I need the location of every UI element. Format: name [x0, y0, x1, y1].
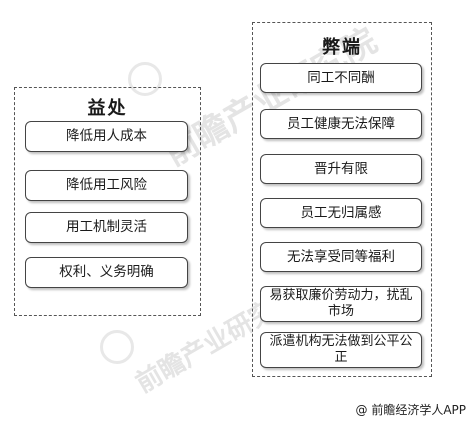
drawback-item: 员工无归属感	[260, 198, 422, 228]
drawback-item: 员工健康无法保障	[260, 109, 422, 139]
drawback-item: 晋升有限	[260, 154, 422, 184]
drawback-item: 派遣机构无法做到公平公正	[260, 332, 422, 368]
drawback-item: 易获取廉价劳动力，扰乱市场	[260, 286, 422, 322]
drawback-item: 无法享受同等福利	[260, 242, 422, 272]
watermark-logo-icon	[100, 330, 134, 364]
benefit-item: 权利、义务明确	[25, 257, 188, 288]
benefit-item: 降低用工风险	[25, 170, 188, 201]
benefits-title: 益处	[87, 98, 128, 119]
drawback-item: 同工不同酬	[260, 63, 422, 93]
source-credit: @ 前瞻经济学人APP	[355, 403, 467, 417]
drawbacks-title: 弊端	[322, 37, 362, 58]
watermark-logo-icon	[128, 62, 162, 96]
benefit-item: 用工机制灵活	[25, 212, 188, 243]
benefit-item: 降低用人成本	[25, 121, 188, 152]
benefits-panel: 益处 降低用人成本 降低用工风险 用工机制灵活 权利、义务明确	[14, 87, 201, 316]
drawbacks-panel: 弊端 同工不同酬 员工健康无法保障 晋升有限 员工无归属感 无法享受同等福利 易…	[252, 22, 432, 377]
